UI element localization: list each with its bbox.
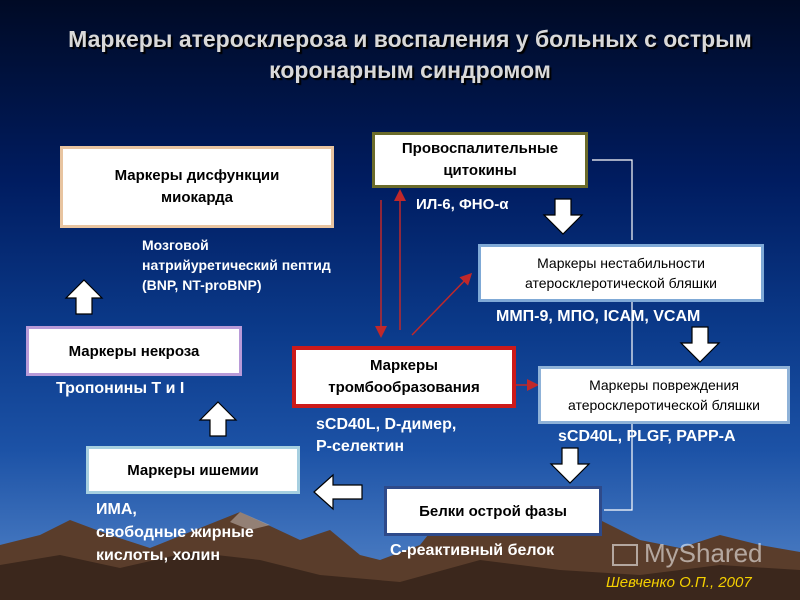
troponins-label: Тропонины Т и I	[56, 380, 185, 397]
watermark-text: MyShared	[644, 538, 763, 568]
bnp-line-1: Мозговой	[142, 237, 209, 253]
page-title: Маркеры атеросклероза и воспаления у бол…	[68, 26, 752, 83]
box-thrombo: Маркеры тромбообразования	[292, 346, 516, 408]
box-necrosis: Маркеры некроза	[26, 326, 242, 376]
watermark: MyShared	[612, 538, 763, 569]
il6-label: ИЛ-6, ФНО-α	[416, 196, 509, 213]
hollow-arrow-up-icon	[64, 279, 104, 315]
ima-line-3: кислоты, холин	[96, 547, 220, 564]
bnp-label: Мозговой натрийуретический пептид (BNP, …	[142, 235, 331, 295]
box-necrosis-label: Маркеры некроза	[68, 342, 200, 360]
hollow-arrow-down-icon	[679, 326, 721, 363]
box-cytokines-label: Провоспалительные цитокины	[401, 140, 559, 179]
credit: Шевченко О.П., 2007	[606, 574, 752, 591]
ima-line-2: свободные жирные	[96, 524, 254, 541]
bnp-line-3: (BNP, NT-proBNP)	[142, 277, 262, 293]
hollow-arrow-up-icon	[198, 401, 238, 437]
presentation-icon	[612, 544, 638, 567]
scd40l-line-2: Р-селектин	[316, 438, 404, 455]
box-thrombo-label: Маркеры тромбообразования	[328, 357, 480, 396]
scd40l-plgf-label: sCD40L, PLGF, PAPP-A	[558, 428, 736, 445]
box-dysfunction: Маркеры дисфункции миокарда	[60, 146, 334, 228]
red-arrow-icon	[411, 272, 473, 336]
bnp-line-2: натрийуретический пептид	[142, 257, 331, 273]
box-damage-label: Маркеры повреждения атеросклеротической …	[567, 377, 760, 413]
hollow-arrow-down-icon	[549, 447, 591, 484]
box-ischemia: Маркеры ишемии	[86, 446, 300, 494]
scd40l-line-1: sCD40L, D-димер,	[316, 416, 457, 433]
box-instability: Маркеры нестабильности атеросклеротическ…	[478, 244, 764, 302]
box-acute-phase-label: Белки острой фазы	[419, 502, 567, 520]
ima-label: ИМА, свободные жирные кислоты, холин	[96, 498, 254, 567]
mmp-label: ММП-9, МПО, ICAM, VCAM	[496, 308, 701, 325]
crp-label: С-реактивный белок	[390, 542, 555, 559]
ima-line-1: ИМА,	[96, 501, 137, 518]
box-instability-label: Маркеры нестабильности атеросклеротическ…	[524, 255, 717, 291]
box-ischemia-label: Маркеры ишемии	[127, 461, 259, 479]
box-acute-phase: Белки острой фазы	[384, 486, 602, 536]
box-dysfunction-label: Маркеры дисфункции миокарда	[114, 167, 280, 206]
hollow-arrow-down-icon	[542, 198, 584, 235]
hollow-arrow-left-icon	[313, 473, 363, 511]
scd40l-label: sCD40L, D-димер, Р-селектин	[316, 414, 456, 458]
box-cytokines: Провоспалительные цитокины	[372, 132, 588, 188]
box-damage: Маркеры повреждения атеросклеротической …	[538, 366, 790, 424]
